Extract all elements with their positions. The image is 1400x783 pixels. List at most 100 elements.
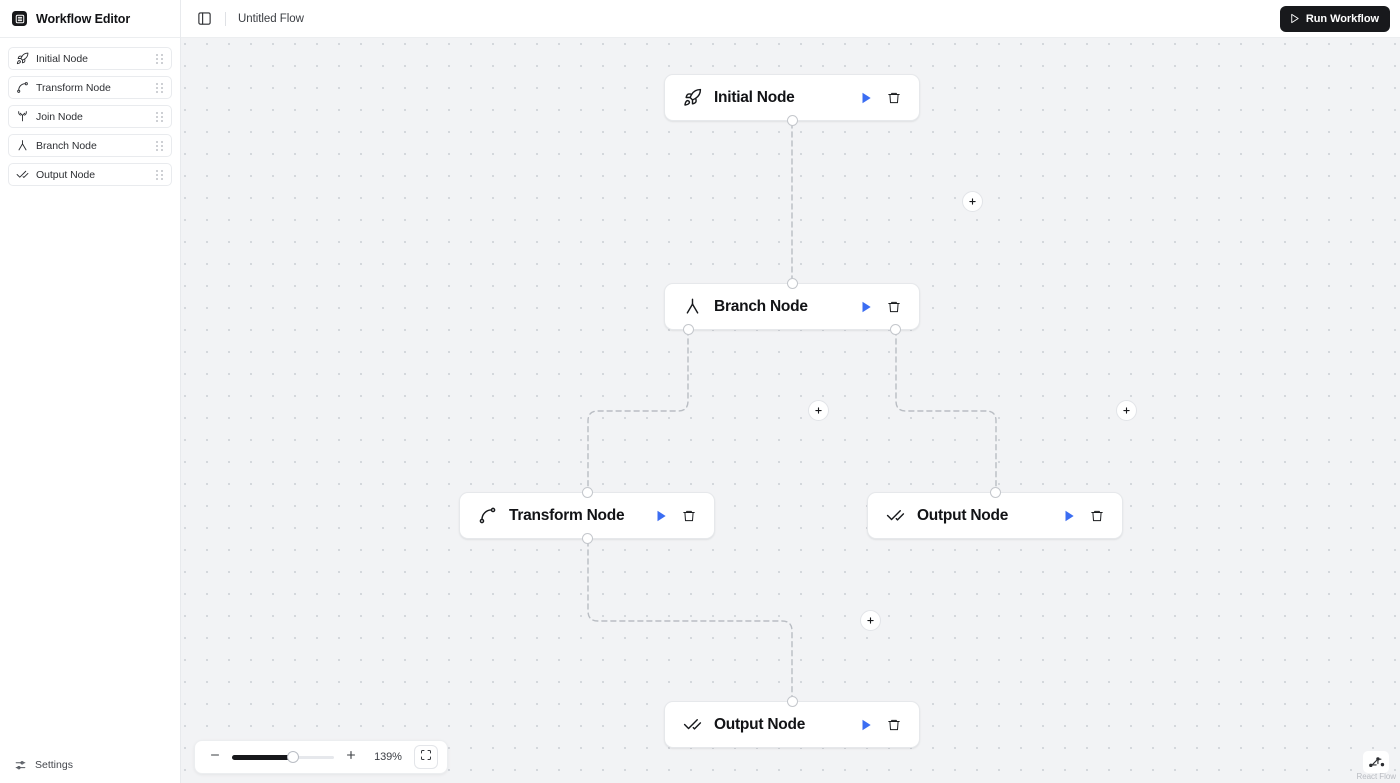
flow-node-branch[interactable]: Branch Node: [664, 278, 920, 335]
panel-left-icon[interactable]: [193, 8, 215, 30]
main-area: Untitled Flow Run Workflow: [181, 0, 1400, 783]
drag-handle-icon[interactable]: [155, 140, 164, 151]
node-handle-source[interactable]: [581, 533, 593, 544]
palette-item-initial-node[interactable]: Initial Node: [8, 47, 172, 70]
zoom-slider-knob[interactable]: [287, 751, 299, 763]
settings-label: Settings: [35, 759, 73, 771]
edge-add-button[interactable]: [860, 610, 881, 631]
minus-icon: [209, 748, 221, 766]
zoom-slider-fill: [232, 755, 293, 760]
maximize-icon: [420, 748, 432, 766]
play-icon: [859, 300, 873, 314]
palette-item-label: Transform Node: [36, 81, 111, 94]
react-flow-attribution[interactable]: React Flow: [1356, 751, 1396, 781]
zoom-in-button[interactable]: [340, 746, 362, 768]
check-check-icon: [16, 168, 29, 181]
flow-node-label: Branch Node: [714, 297, 808, 315]
flow-node-initial[interactable]: Initial Node: [664, 74, 920, 126]
node-run-button[interactable]: [855, 714, 877, 736]
node-delete-button[interactable]: [883, 714, 905, 736]
spline-icon: [478, 506, 497, 525]
check-check-icon: [886, 506, 905, 525]
edge-layer: [587, 122, 997, 702]
palette-item-output-node[interactable]: Output Node: [8, 163, 172, 186]
app-title: Workflow Editor: [36, 11, 131, 26]
sliders-icon: [14, 759, 27, 772]
fit-view-button[interactable]: [414, 745, 438, 769]
flow-name[interactable]: Untitled Flow: [238, 12, 304, 25]
drag-handle-icon[interactable]: [155, 53, 164, 64]
trash-icon: [887, 91, 901, 105]
play-icon: [1062, 509, 1076, 523]
run-workflow-label: Run Workflow: [1305, 12, 1379, 25]
play-icon: [859, 718, 873, 732]
play-outline-icon: [1289, 13, 1300, 24]
plus-icon: [814, 406, 823, 415]
flow-node-label: Output Node: [917, 506, 1009, 524]
edge-add-button[interactable]: [962, 191, 983, 212]
run-workflow-button[interactable]: Run Workflow: [1279, 5, 1390, 32]
drag-handle-icon[interactable]: [155, 111, 164, 122]
drag-handle-icon[interactable]: [155, 169, 164, 180]
drag-handle-icon[interactable]: [155, 82, 164, 93]
node-handle-source-right[interactable]: [890, 324, 901, 335]
check-check-icon: [683, 715, 702, 734]
rocket-icon: [16, 52, 29, 65]
node-handle-source[interactable]: [786, 115, 798, 126]
edge-transform-output: [587, 540, 793, 702]
zoom-level-label: 139%: [374, 751, 402, 763]
node-handle-target[interactable]: [786, 696, 798, 707]
plus-icon: [968, 197, 977, 206]
trash-icon: [887, 718, 901, 732]
edge-branch-output: [895, 329, 997, 493]
edge-branch-transform: [587, 329, 689, 493]
node-delete-button[interactable]: [1086, 505, 1108, 527]
trash-icon: [1090, 509, 1104, 523]
zoom-out-button[interactable]: [204, 746, 226, 768]
palette-item-transform-node[interactable]: Transform Node: [8, 76, 172, 99]
palette-item-branch-node[interactable]: Branch Node: [8, 134, 172, 157]
node-delete-button[interactable]: [678, 505, 700, 527]
node-handle-source-left[interactable]: [683, 324, 694, 335]
spline-icon: [16, 81, 29, 94]
edge-add-button[interactable]: [808, 400, 829, 421]
trash-icon: [887, 300, 901, 314]
react-flow-label: React Flow: [1356, 772, 1396, 781]
flow-node-transform[interactable]: Transform Node: [459, 487, 715, 544]
palette-item-label: Output Node: [36, 168, 95, 181]
flow-node-label: Output Node: [714, 715, 806, 733]
palette-item-join-node[interactable]: Join Node: [8, 105, 172, 128]
sidebar-item-settings[interactable]: Settings: [0, 747, 180, 783]
node-handle-target[interactable]: [581, 487, 593, 498]
sidebar-header: Workflow Editor: [0, 0, 180, 38]
flow-canvas[interactable]: Initial Node: [181, 38, 1400, 783]
palette-item-label: Join Node: [36, 110, 83, 123]
merge-icon: [16, 110, 29, 123]
edge-add-button[interactable]: [1116, 400, 1137, 421]
play-icon: [859, 91, 873, 105]
node-run-button[interactable]: [650, 505, 672, 527]
node-handle-target[interactable]: [989, 487, 1001, 498]
topbar: Untitled Flow Run Workflow: [181, 0, 1400, 38]
node-run-button[interactable]: [855, 296, 877, 318]
node-delete-button[interactable]: [883, 87, 905, 109]
flow-node-output-bottom[interactable]: Output Node: [664, 696, 920, 748]
node-handle-target[interactable]: [786, 278, 798, 289]
flow-node-label: Initial Node: [714, 88, 795, 106]
react-flow-logo-icon: [1363, 751, 1390, 773]
node-run-button[interactable]: [855, 87, 877, 109]
split-icon: [16, 139, 29, 152]
node-palette: Initial Node Transform Node: [0, 38, 180, 186]
split-icon: [683, 297, 702, 316]
zoom-slider[interactable]: [232, 750, 334, 764]
flow-node-output-right[interactable]: Output Node: [867, 487, 1123, 539]
workflow-logo-icon: [12, 11, 27, 26]
flow-node-label: Transform Node: [509, 506, 625, 524]
node-run-button[interactable]: [1058, 505, 1080, 527]
topbar-divider: [225, 11, 226, 26]
node-delete-button[interactable]: [883, 296, 905, 318]
trash-icon: [682, 509, 696, 523]
play-icon: [654, 509, 668, 523]
palette-item-label: Initial Node: [36, 52, 88, 65]
